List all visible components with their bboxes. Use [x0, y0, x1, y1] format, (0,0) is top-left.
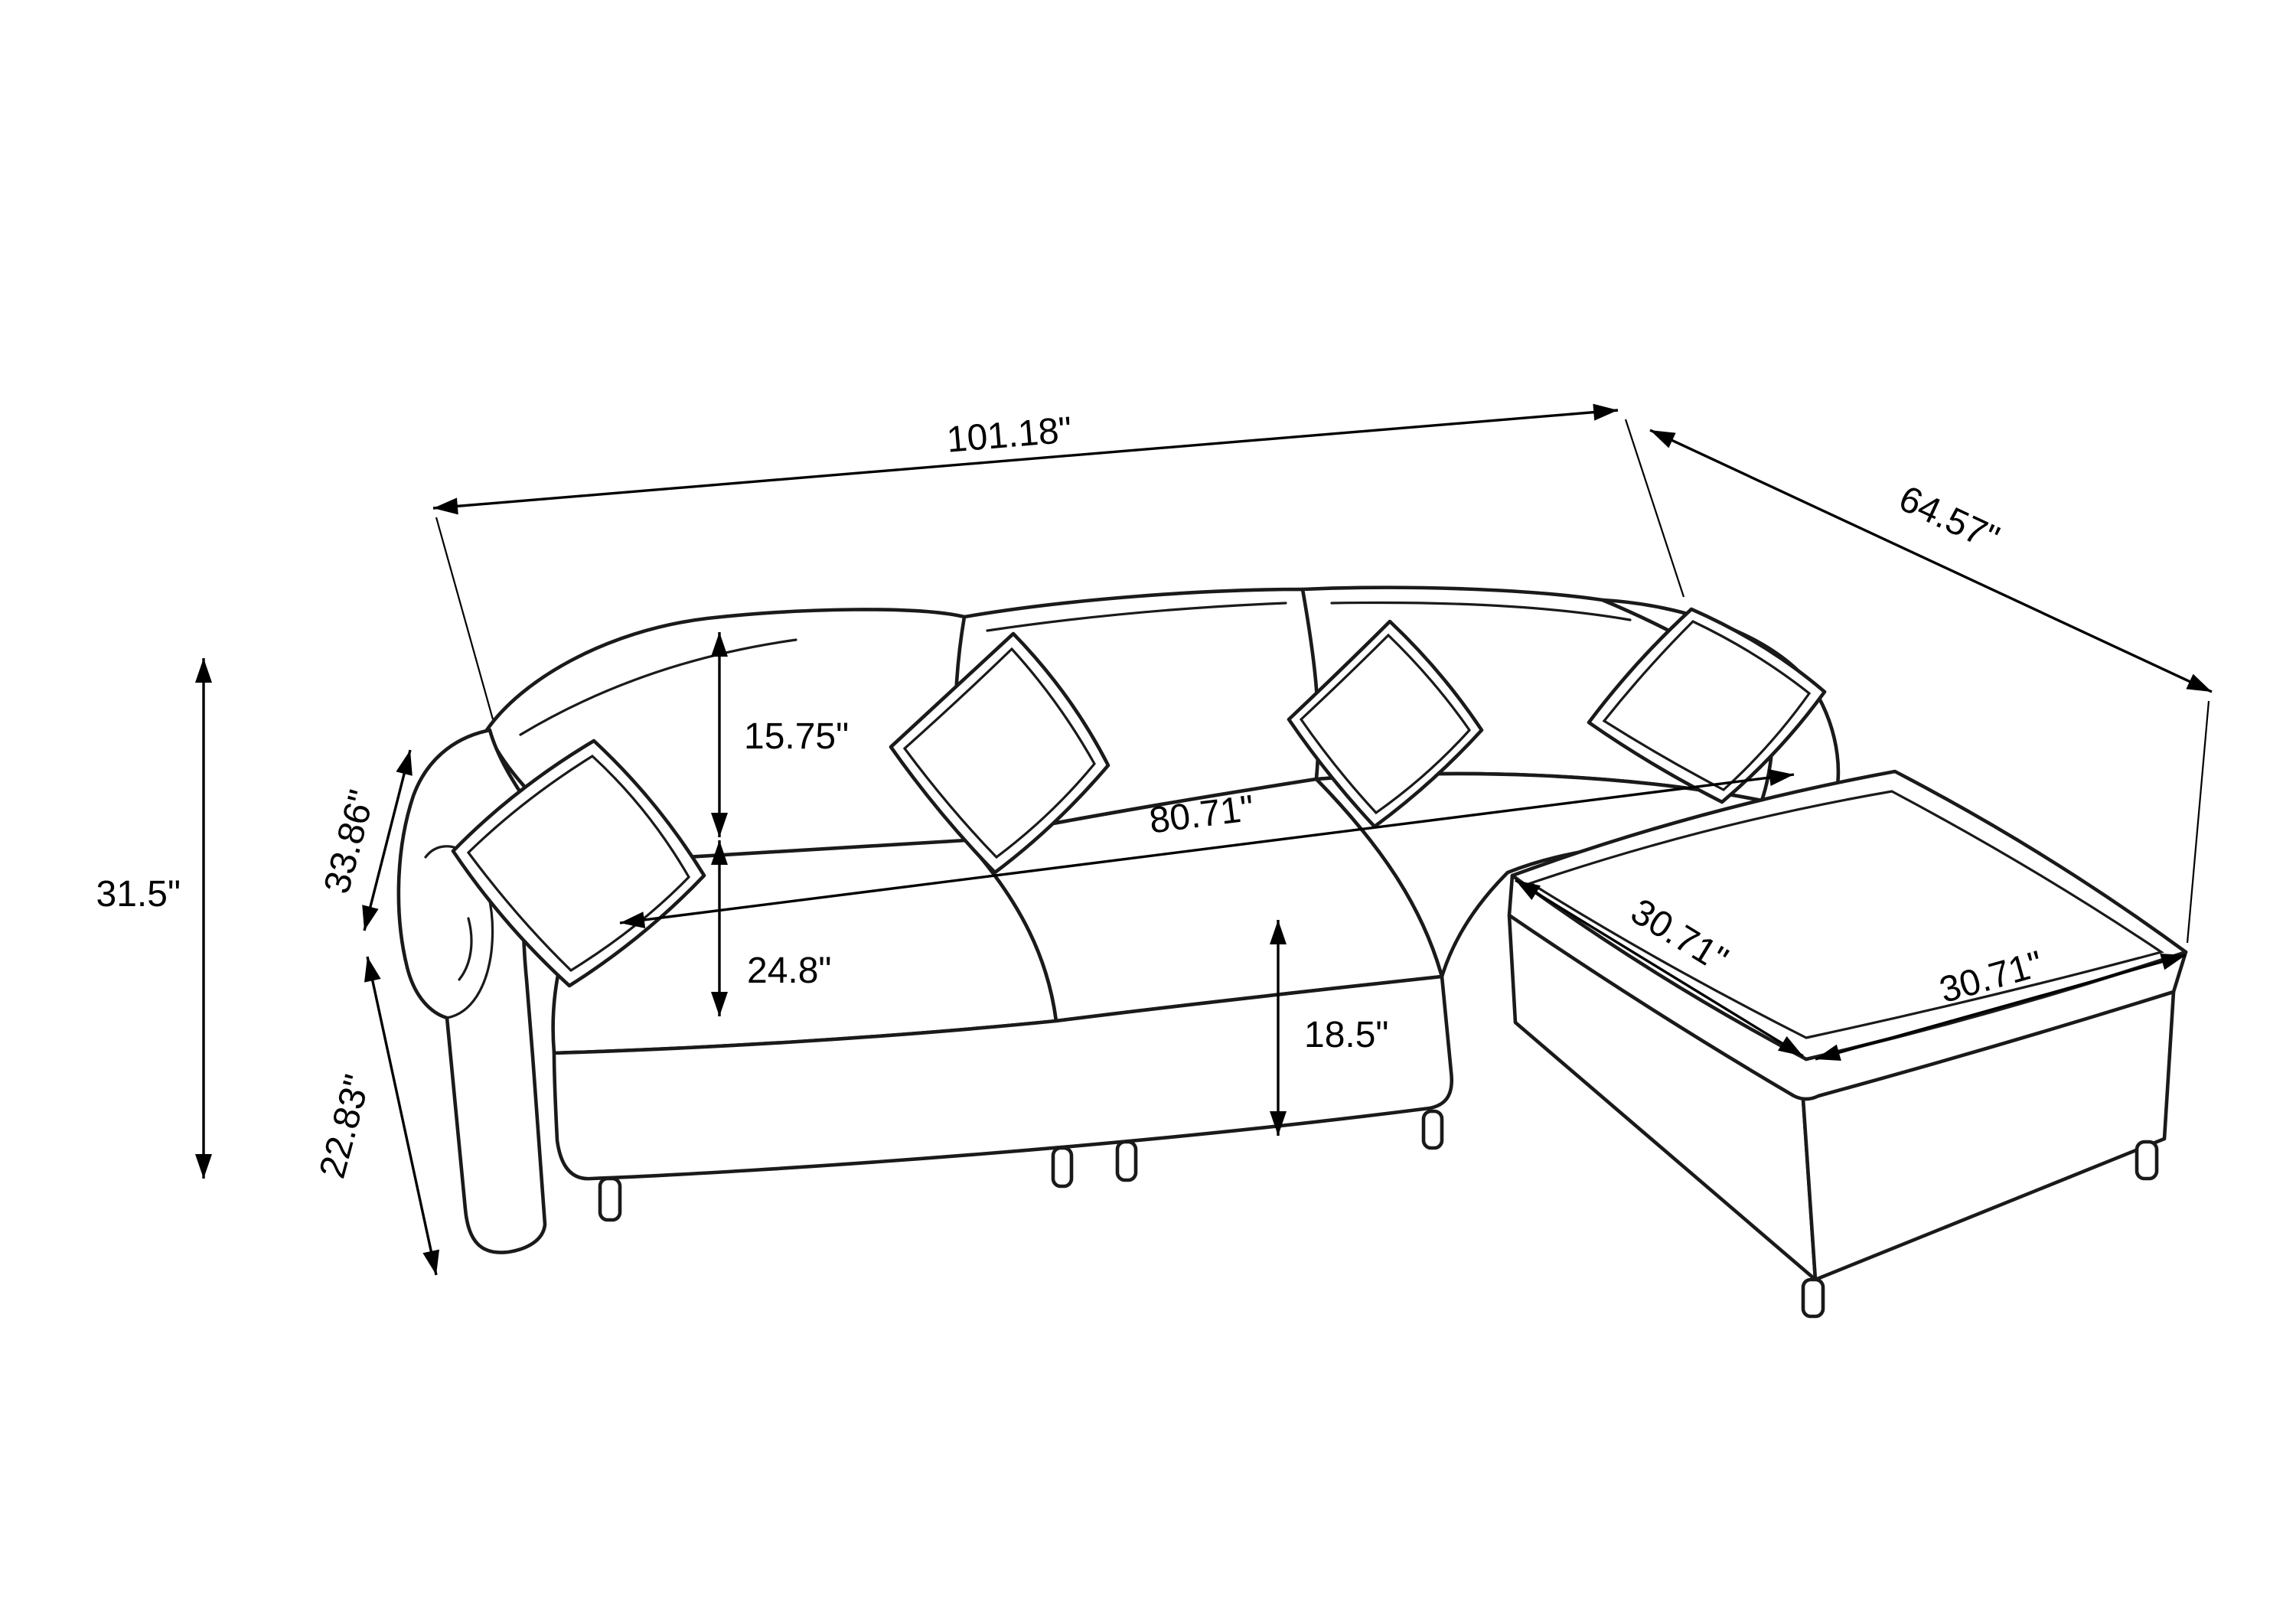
dim-back-cushion-height: 15.75": [711, 632, 849, 837]
dim-label-back-cushion-height: 15.75": [744, 716, 849, 757]
extension-line-back-right: [1624, 419, 1685, 598]
pillow-right-arm: [1587, 607, 1827, 804]
dim-overall-width: 101.18": [432, 403, 1619, 515]
dim-overall-height: 31.5": [96, 658, 212, 1179]
sofa-foot-4: [1421, 1109, 1444, 1150]
chaise-foot-front: [1801, 1277, 1825, 1319]
dim-seat-depth: 24.8": [711, 840, 831, 1016]
pillow-right-mid-piping: [1299, 633, 1472, 815]
dim-seat-height: 18.5": [1270, 920, 1388, 1136]
back-cushion-left-seam: [519, 638, 797, 736]
pillow-left-mid: [889, 631, 1110, 875]
dim-arm-depth: 22.83": [312, 956, 439, 1276]
chaise-cushion-piping: [1528, 790, 2164, 1039]
chaise-cushion-side: [1507, 873, 2188, 1101]
sofa-foot-2: [1051, 1146, 1074, 1189]
chaise-cushion-top: [1510, 769, 2188, 1061]
sofa-drawing: [396, 585, 2188, 1319]
pillow-left-arm-piping: [466, 754, 690, 973]
dim-label-seat-depth: 24.8": [747, 951, 831, 991]
back-cushion-right-seam: [1330, 601, 1632, 621]
pillow-right-arm-piping: [1602, 620, 1812, 791]
dim-label-overall-width: 101.18": [945, 409, 1074, 460]
dim-label-overall-depth: 64.57": [1893, 478, 2005, 559]
dim-label-arm-diagonal: 33.86": [317, 786, 383, 898]
sofa-foot-3: [1115, 1140, 1138, 1182]
dim-label-seat-height: 18.5": [1304, 1015, 1388, 1055]
back-cushion-middle-seam: [986, 602, 1287, 632]
sofa-base-rail: [552, 974, 1454, 1181]
extension-line-left: [435, 517, 494, 720]
dim-label-overall-height: 31.5": [96, 874, 181, 915]
sofa-foot-1: [598, 1176, 622, 1222]
pillow-left-mid-piping: [902, 647, 1096, 859]
dim-label-arm-depth: 22.83": [312, 1071, 379, 1182]
chaise-foot-right: [2135, 1140, 2159, 1181]
left-arm-scroll-inner: [458, 917, 473, 981]
extension-line-chaise-right: [2186, 700, 2210, 944]
